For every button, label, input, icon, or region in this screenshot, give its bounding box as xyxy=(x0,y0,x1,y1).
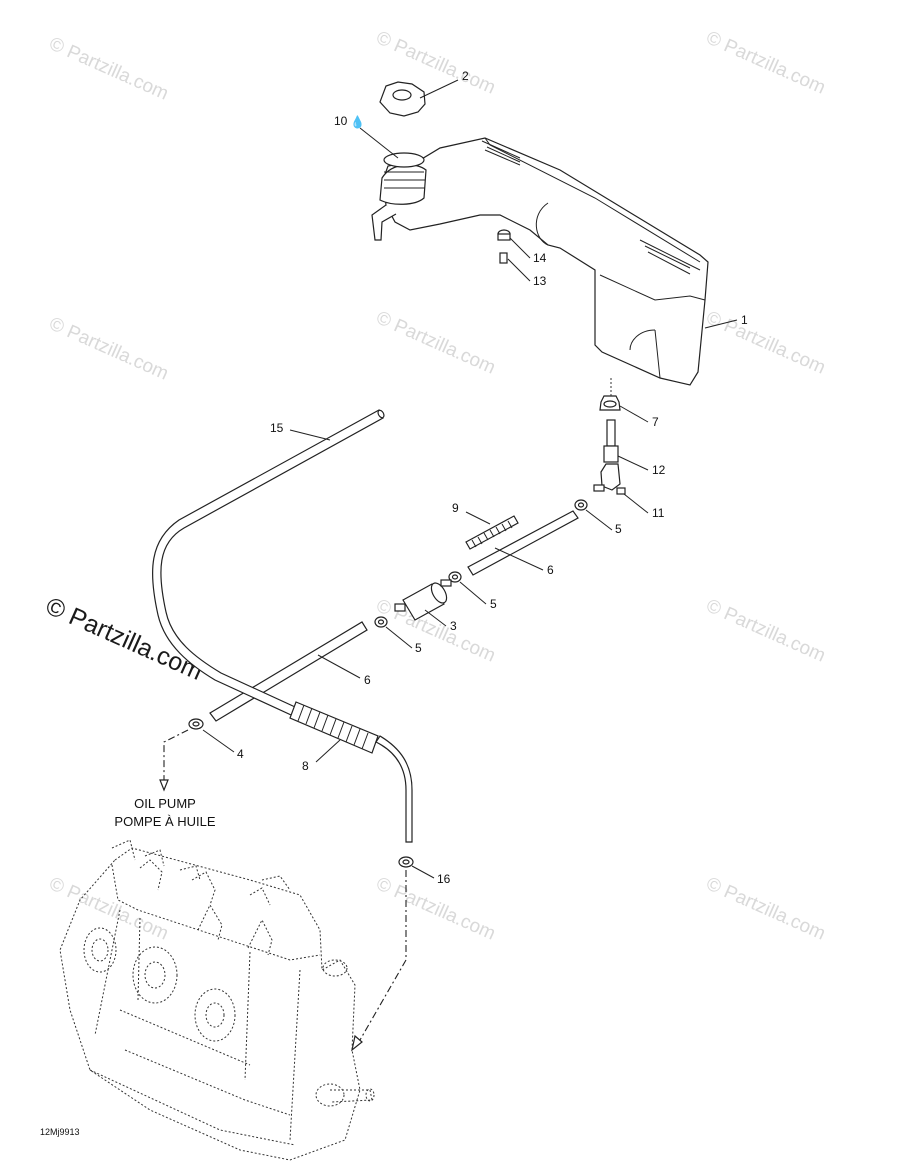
drawing-code: 12Mj9913 xyxy=(40,1127,80,1137)
hose-6-upper xyxy=(467,510,579,576)
clamp-5b xyxy=(448,571,462,583)
engine-block xyxy=(59,839,375,1161)
fuel-filter-3 xyxy=(394,579,452,621)
clamp-5c xyxy=(374,616,388,628)
clamp-4 xyxy=(188,718,204,730)
watermark: © Partzilla.com xyxy=(373,873,499,944)
drop-icon: 💧 xyxy=(350,115,365,129)
grommet-7 xyxy=(599,395,621,411)
callout-2: 2 xyxy=(462,69,469,83)
watermark: © Partzilla.com xyxy=(703,307,829,378)
callout-9: 9 xyxy=(452,501,459,515)
clamp-5a xyxy=(574,499,588,511)
callout-15: 15 xyxy=(270,421,284,435)
callout-3: 3 xyxy=(450,619,457,633)
flow-line-to-pump xyxy=(163,729,189,780)
watermark: © Partzilla.com xyxy=(46,313,172,384)
watermark-dark: © Partzilla.com xyxy=(42,592,207,686)
oil-tank xyxy=(371,137,709,386)
watermark: © Partzilla.com xyxy=(703,873,829,944)
callout-5: 5 xyxy=(415,641,422,655)
callout-8: 8 xyxy=(302,759,309,773)
oil-cap xyxy=(379,81,426,117)
oil-pump-label: OIL PUMP xyxy=(134,796,196,811)
screw-13 xyxy=(499,252,508,264)
arrow-down-icon xyxy=(159,779,169,792)
outlet-fitting-12 xyxy=(603,419,619,463)
flow-line-to-engine xyxy=(359,870,407,1041)
callout-7: 7 xyxy=(652,415,659,429)
callout-11: 11 xyxy=(652,506,665,520)
callout-6: 6 xyxy=(364,673,371,687)
callout-5: 5 xyxy=(615,522,622,536)
grommet-14 xyxy=(497,229,511,241)
protective-sleeve-8 xyxy=(289,701,413,843)
oil-pump-label-fr: POMPE À HUILE xyxy=(114,814,215,829)
watermark: © Partzilla.com xyxy=(373,307,499,378)
arrow-down-icon xyxy=(351,1034,363,1052)
spring-9 xyxy=(465,515,519,550)
callout-6: 6 xyxy=(547,563,554,577)
callout-1: 1 xyxy=(741,313,748,327)
callouts: 2 10 💧 1 14 13 7 12 11 5 9 6 5 3 5 6 15 xyxy=(202,69,748,886)
callout-4: 4 xyxy=(237,747,244,761)
watermark: © Partzilla.com xyxy=(46,873,172,944)
watermark: © Partzilla.com xyxy=(46,33,172,104)
clamp-16 xyxy=(398,856,414,868)
callout-5: 5 xyxy=(490,597,497,611)
callout-16: 16 xyxy=(437,872,451,886)
callout-10: 10 xyxy=(334,114,348,128)
watermark: © Partzilla.com xyxy=(703,27,829,98)
elbow-fitting-11 xyxy=(593,463,626,495)
watermark: © Partzilla.com xyxy=(703,595,829,666)
callout-14: 14 xyxy=(533,251,547,265)
callout-12: 12 xyxy=(652,463,666,477)
callout-13: 13 xyxy=(533,274,547,288)
